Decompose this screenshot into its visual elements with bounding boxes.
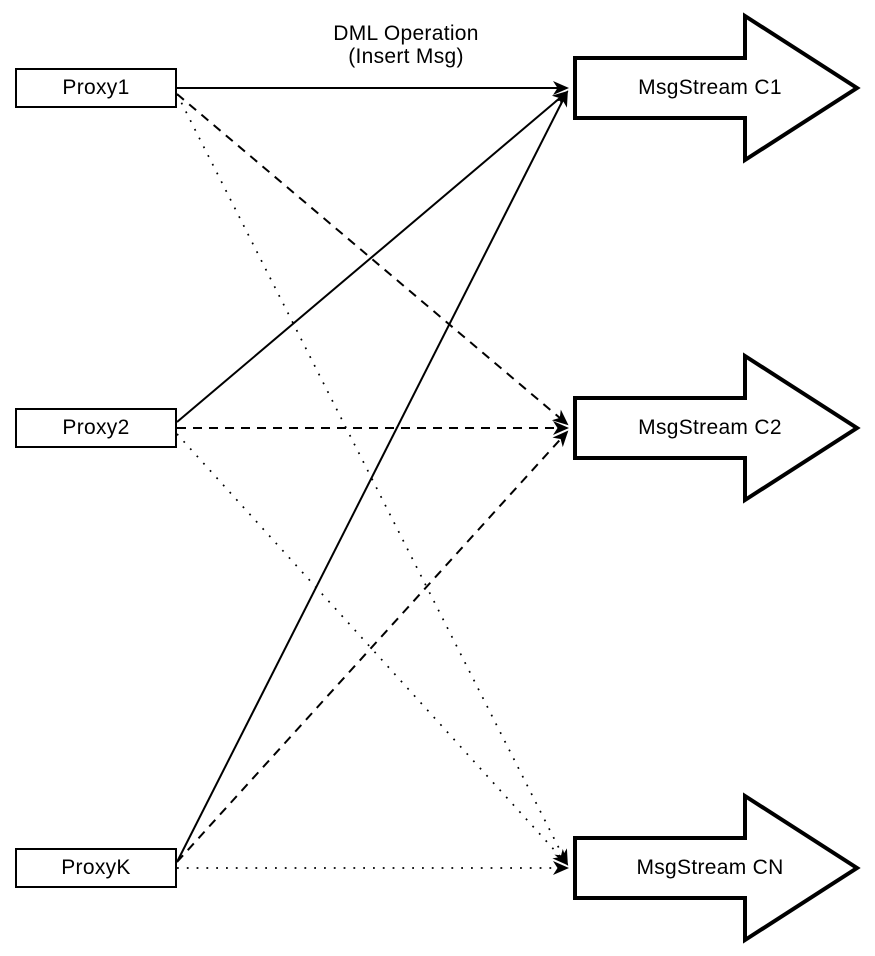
edge-proxy2-to-msgstream-c1 <box>176 90 569 423</box>
node-msgstream-c2-arrow <box>573 352 861 504</box>
dml-operation-annotation: DML Operation (Insert Msg) <box>281 22 531 68</box>
edge-proxyk-to-msgstream-c1 <box>176 90 568 863</box>
node-msgstream-cn-label: MsgStream CN <box>636 856 784 879</box>
node-msgstream-c1-label: MsgStream C1 <box>638 76 782 99</box>
node-proxyk: ProxyK <box>15 848 177 888</box>
edge-proxyk-to-msgstream-c2 <box>176 430 569 863</box>
edge-proxy2-to-msgstream-cn <box>176 433 569 866</box>
annotation-line2: (Insert Msg) <box>348 45 464 68</box>
annotation-line1: DML Operation <box>333 22 479 45</box>
node-proxy2: Proxy2 <box>15 408 177 448</box>
node-proxy1: Proxy1 <box>15 68 177 108</box>
node-msgstream-c2-label: MsgStream C2 <box>638 416 782 439</box>
node-proxy1-label: Proxy1 <box>62 76 130 99</box>
node-proxyk-label: ProxyK <box>61 856 131 879</box>
node-msgstream-cn-arrow <box>573 792 861 944</box>
node-msgstream-c1-arrow <box>573 12 861 164</box>
node-proxy2-label: Proxy2 <box>62 416 130 439</box>
edge-proxy1-to-msgstream-c2 <box>176 93 569 426</box>
